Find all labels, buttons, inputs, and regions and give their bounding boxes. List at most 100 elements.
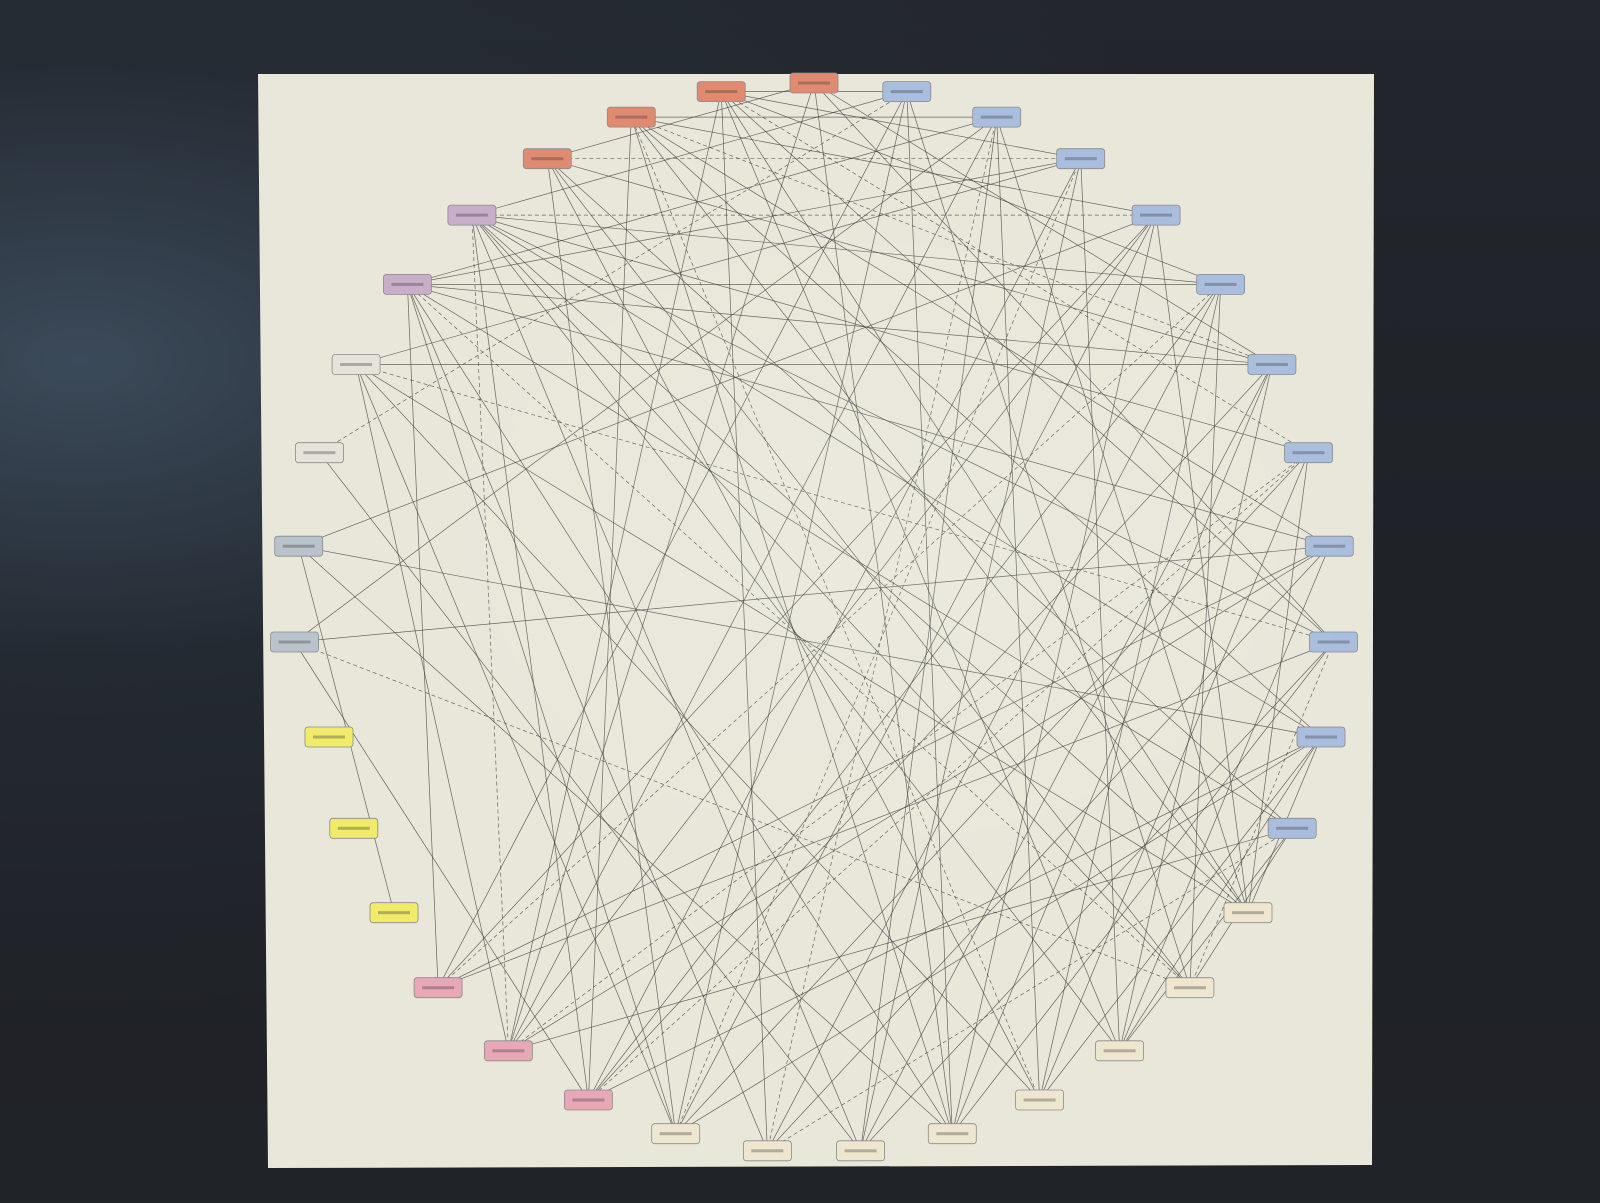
graph-edge <box>951 215 1157 1134</box>
graph-node[interactable] <box>274 535 324 557</box>
graph-node-box[interactable] <box>331 354 381 375</box>
graph-node[interactable] <box>789 72 839 94</box>
graph-node[interactable] <box>329 817 379 839</box>
graph-edge <box>860 158 1082 1151</box>
graph-node-box[interactable] <box>1131 204 1181 226</box>
graph-node-box[interactable] <box>927 1123 977 1145</box>
graph-node-box[interactable] <box>696 81 746 102</box>
graph-node-box[interactable] <box>274 535 324 557</box>
graph-node[interactable] <box>1095 1040 1144 1062</box>
graph-node[interactable] <box>564 1089 613 1111</box>
graph-node-box[interactable] <box>483 1040 533 1062</box>
graph-edge <box>355 364 677 1134</box>
nodes-layer <box>270 72 1358 1162</box>
graph-node-box[interactable] <box>651 1123 701 1145</box>
graph-node-box[interactable] <box>447 204 497 226</box>
graph-node[interactable] <box>651 1123 701 1145</box>
graph-edge <box>547 158 1272 365</box>
graph-node[interactable] <box>927 1123 977 1145</box>
graph-node[interactable] <box>882 81 932 102</box>
graph-node-box[interactable] <box>1296 726 1346 748</box>
graph-node[interactable] <box>1015 1089 1064 1111</box>
graph-node[interactable] <box>522 148 572 170</box>
graph-node-box[interactable] <box>413 977 463 999</box>
graph-edge <box>996 116 1249 913</box>
graph-node-box[interactable] <box>1015 1089 1064 1111</box>
graph-node-box[interactable] <box>1196 273 1245 295</box>
graph-node[interactable] <box>382 273 432 295</box>
graph-node-box[interactable] <box>882 81 932 102</box>
graph-node-box[interactable] <box>789 72 839 94</box>
graph-edge <box>813 82 1334 643</box>
graph-edge <box>471 214 1309 454</box>
graph-edge <box>471 214 1191 988</box>
graph-edge <box>437 214 1157 988</box>
graph-node-box[interactable] <box>743 1140 792 1162</box>
graph-node[interactable] <box>743 1140 792 1162</box>
graph-node-box[interactable] <box>295 442 344 464</box>
graph-node-label-blur <box>1232 911 1264 915</box>
graph-node-box[interactable] <box>522 148 572 170</box>
graph-node[interactable] <box>1267 817 1317 839</box>
graph-edge <box>508 82 815 1051</box>
graph-node-box[interactable] <box>1223 902 1273 924</box>
graph-node-label-blur <box>337 826 370 830</box>
graph-node-box[interactable] <box>1165 977 1215 999</box>
graph-node-box[interactable] <box>369 902 419 924</box>
graph-node-box[interactable] <box>1056 148 1106 170</box>
graph-edge <box>471 214 1322 738</box>
graph-node-box[interactable] <box>1267 817 1317 839</box>
graph-node[interactable] <box>413 977 463 999</box>
graph-node[interactable] <box>606 106 656 128</box>
graph-node-label-blur <box>1313 544 1346 548</box>
graph-edge <box>471 214 1334 643</box>
graph-node[interactable] <box>1247 354 1297 375</box>
graph-node[interactable] <box>1131 204 1181 226</box>
graph-node-box[interactable] <box>304 726 354 748</box>
graph-node[interactable] <box>1309 631 1358 653</box>
graph-node-box[interactable] <box>1304 535 1354 557</box>
graph-edge <box>588 736 1322 1101</box>
graph-node-box[interactable] <box>270 631 319 653</box>
graph-node[interactable] <box>1223 902 1273 924</box>
graph-edge <box>860 117 998 1151</box>
graph-edge <box>298 545 1322 738</box>
graph-edge <box>1080 158 1120 1051</box>
graph-node[interactable] <box>1284 442 1333 464</box>
graph-edge <box>508 91 722 1051</box>
graph-node[interactable] <box>270 631 319 653</box>
graph-node-label-blur <box>844 1149 877 1153</box>
graph-node-box[interactable] <box>972 106 1022 128</box>
graph-node[interactable] <box>331 354 381 375</box>
graph-node-box[interactable] <box>606 106 656 128</box>
graph-edge <box>355 364 1040 1101</box>
graph-node[interactable] <box>1304 535 1354 557</box>
graph-node[interactable] <box>1056 148 1106 170</box>
graph-node[interactable] <box>447 204 497 226</box>
graph-node-box[interactable] <box>1309 631 1358 653</box>
graph-node[interactable] <box>696 81 746 102</box>
graph-node[interactable] <box>1196 273 1245 295</box>
graph-node[interactable] <box>295 442 344 464</box>
graph-node-box[interactable] <box>836 1140 885 1162</box>
graph-edge <box>1039 452 1309 1101</box>
graph-edge <box>631 116 1157 216</box>
graph-node[interactable] <box>369 902 419 924</box>
graph-node-box[interactable] <box>564 1089 613 1111</box>
graph-node-box[interactable] <box>1095 1040 1144 1062</box>
graph-node[interactable] <box>304 726 354 748</box>
graph-node[interactable] <box>1165 977 1215 999</box>
graph-node-label-blur <box>751 1149 784 1153</box>
graph-node[interactable] <box>836 1140 885 1162</box>
graph-edge <box>721 91 1309 453</box>
graph-node-box[interactable] <box>1284 442 1333 464</box>
graph-node-box[interactable] <box>1247 354 1297 375</box>
graph-node-box[interactable] <box>329 817 379 839</box>
graph-node[interactable] <box>972 106 1022 128</box>
graph-node-label-blur <box>1317 640 1350 644</box>
graph-node[interactable] <box>483 1040 533 1062</box>
graph-edge <box>471 214 861 1151</box>
graph-node[interactable] <box>1296 726 1346 748</box>
graph-node-box[interactable] <box>382 273 432 295</box>
edges-layer <box>294 82 1334 1152</box>
